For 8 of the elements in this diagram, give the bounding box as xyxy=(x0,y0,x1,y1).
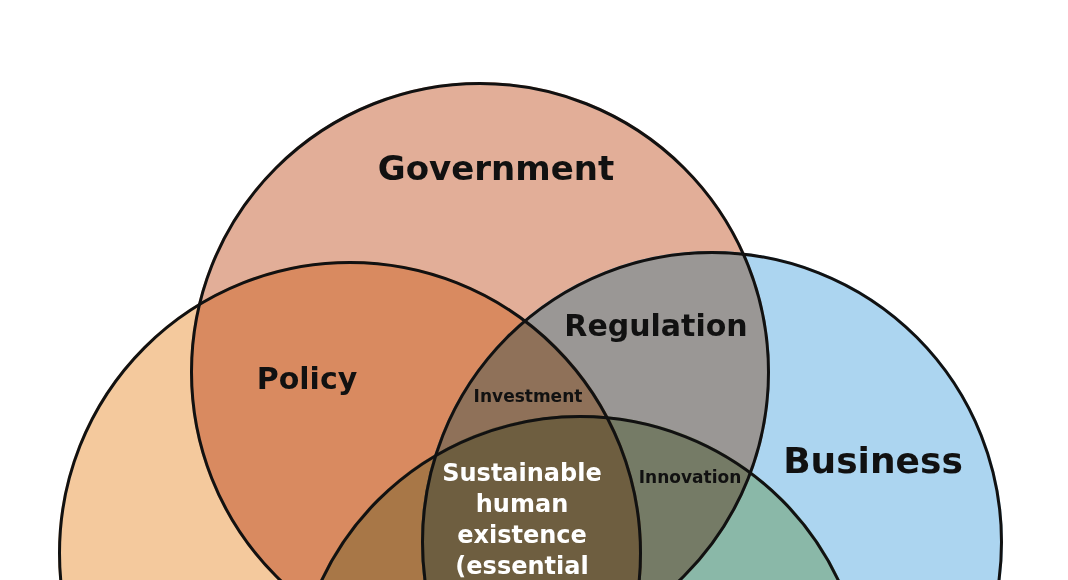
region-label: Policy xyxy=(256,360,358,396)
region-label: Regulation xyxy=(564,307,748,343)
region-label: Innovation xyxy=(638,467,742,487)
circle-title: Business xyxy=(783,439,963,481)
circle-title: Government xyxy=(377,148,615,188)
region-label: Sustainable human existence (essential xyxy=(441,458,603,580)
region-label: Investment xyxy=(473,386,583,406)
venn-circle xyxy=(190,82,770,580)
